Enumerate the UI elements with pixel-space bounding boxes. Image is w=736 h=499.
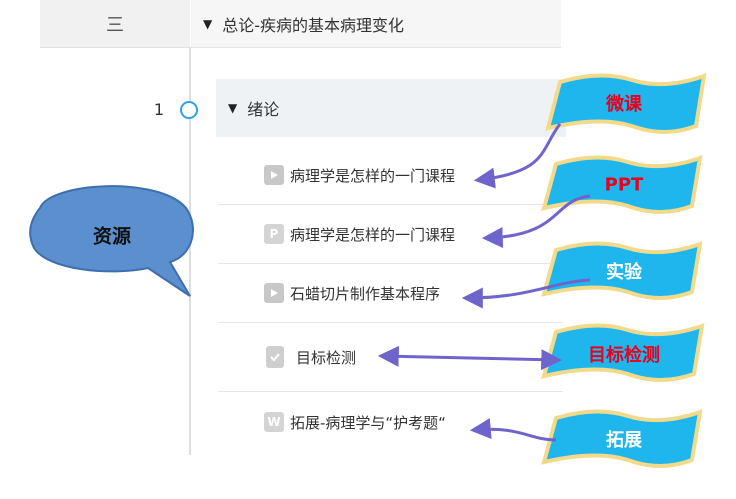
chapter-header[interactable]: ▼ 总论-疾病的基本病理变化 xyxy=(191,0,561,48)
chapter-number: 三 xyxy=(40,0,190,48)
arrow-ppt xyxy=(481,194,591,249)
flag-banner-5 xyxy=(541,408,703,468)
timeline-line xyxy=(189,47,191,455)
video-icon xyxy=(264,165,284,185)
list-item-resource-5[interactable]: W 拓展-病理学与“护考题“ xyxy=(218,392,563,452)
flag-label-shiyan: 实验 xyxy=(606,262,642,283)
resource-label: 病理学是怎样的一门课程 xyxy=(290,225,456,244)
caret-down-icon[interactable]: ▼ xyxy=(228,101,238,115)
bubble-label: 资源 xyxy=(92,225,132,248)
arrow-tuozhan xyxy=(469,418,557,442)
list-item-resource-4[interactable]: 目标检测 xyxy=(218,323,563,392)
list-item-resource-2[interactable]: P 病理学是怎样的一门课程 xyxy=(218,205,563,264)
ppt-icon: P xyxy=(264,224,284,244)
flag-label-mubiao: 目标检测 xyxy=(588,345,660,366)
flag-banner-3 xyxy=(541,240,703,300)
callout-bubble xyxy=(29,185,194,297)
section-title: 绪论 xyxy=(247,100,280,119)
arrow-shiyan xyxy=(461,278,591,309)
resource-label: 石蜡切片制作基本程序 xyxy=(290,284,441,303)
clipboard-check-icon xyxy=(266,346,284,368)
flag-label-weike: 微课 xyxy=(606,94,642,115)
resource-label: 目标检测 xyxy=(296,348,357,367)
section-number: 1 xyxy=(153,100,164,119)
timeline-node-icon xyxy=(180,101,198,119)
flag-banner-1 xyxy=(545,73,707,134)
chapter-title: 总论-疾病的基本病理变化 xyxy=(222,15,405,35)
caret-down-icon[interactable]: ▼ xyxy=(203,16,213,31)
section-header[interactable]: ▼ 绪论 xyxy=(216,79,566,137)
resource-label: 拓展-病理学与“护考题“ xyxy=(290,413,446,432)
list-item-resource-3[interactable]: 石蜡切片制作基本程序 xyxy=(218,264,563,323)
arrow-weike xyxy=(473,123,562,189)
flag-banner-4 xyxy=(541,323,705,382)
arrow-mubiao xyxy=(377,345,563,371)
list-item-resource-1[interactable]: 病理学是怎样的一门课程 xyxy=(218,146,563,205)
word-doc-icon: W xyxy=(264,412,284,432)
resource-label: 病理学是怎样的一门课程 xyxy=(290,166,456,185)
video-icon xyxy=(264,283,284,303)
flag-label-tuozhan: 拓展 xyxy=(606,430,642,451)
flag-label-ppt: PPT xyxy=(604,174,644,196)
